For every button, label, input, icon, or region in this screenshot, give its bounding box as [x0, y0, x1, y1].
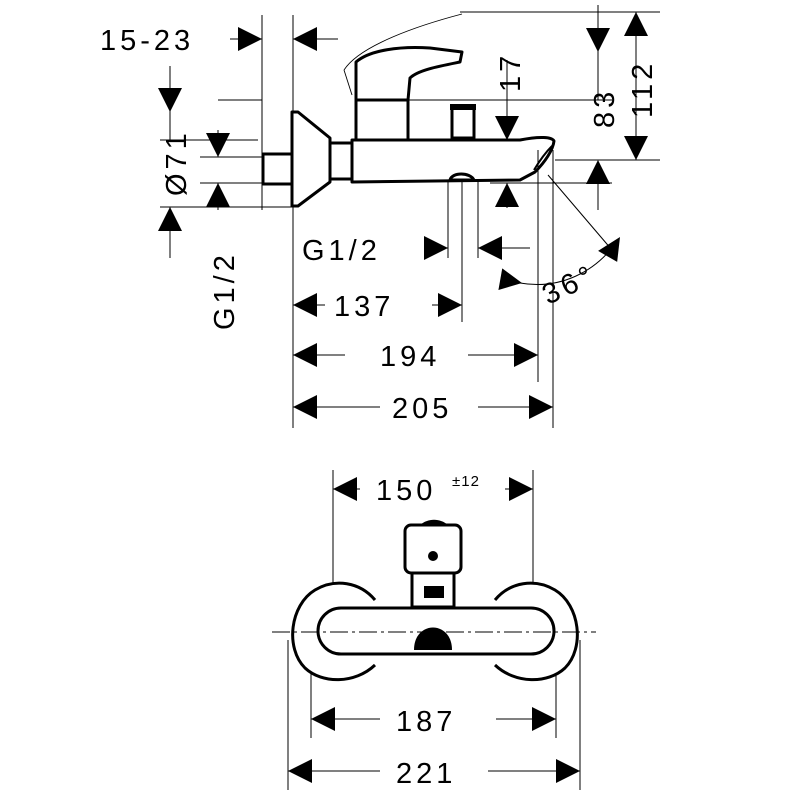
front-view: 150 ±12 187 221: [272, 470, 596, 790]
diverter-knob: [450, 106, 476, 140]
dim-width-escutcheon-label: 187: [396, 706, 456, 738]
dim-spout-offset-label: 17: [495, 52, 527, 92]
spout-tip: [533, 145, 553, 171]
handle-marker: [428, 551, 438, 561]
angle-reference-line: [547, 174, 613, 251]
dim-depth-total-label: 205: [392, 393, 452, 425]
dim-width-total-label: 221: [396, 758, 456, 790]
union-nut: [328, 141, 354, 181]
inlet-connector: [261, 152, 294, 186]
dim-center-distance-label: 150: [376, 475, 436, 507]
spout-outlet: [414, 627, 452, 650]
side-view: 15-23 112 83 17 Ø71 G1/2: [100, 5, 660, 428]
handle-block: [403, 523, 463, 575]
dim-depth-outlet-label: 137: [334, 291, 394, 323]
aerator: [448, 172, 476, 182]
dim-diameter-label: Ø71: [161, 129, 193, 196]
cartridge-column: [354, 98, 410, 142]
escutcheon-rosette: [290, 110, 332, 208]
mixer-body: [350, 136, 556, 184]
dim-height-total-label: 112: [627, 60, 659, 118]
dim-depth-spout-label: 194: [380, 341, 440, 373]
dim-height-handle-label: 83: [589, 88, 621, 128]
lever-handle: [354, 46, 464, 102]
dim-center-tolerance-label: ±12: [452, 473, 480, 490]
lever-alt-position: [343, 13, 463, 71]
dim-thread-outlet-label: G1/2: [302, 235, 381, 267]
dim-wall-gap-label: 15-23: [100, 25, 194, 57]
dim-thread-inlet-label: G1/2: [209, 251, 241, 330]
